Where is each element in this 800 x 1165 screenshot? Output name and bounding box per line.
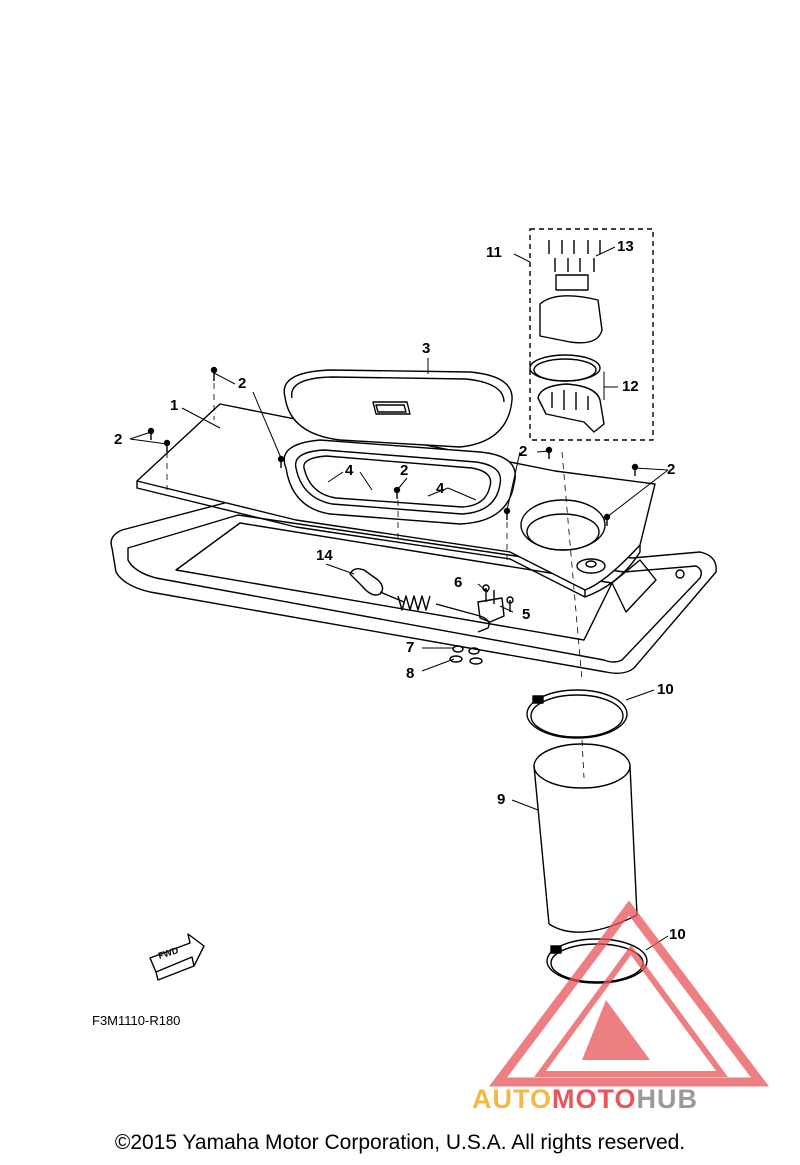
callout-4: 4	[436, 480, 445, 497]
callout-12: 12	[622, 378, 639, 395]
part-4-seal	[283, 439, 516, 525]
copyright-notice: ©2015 Yamaha Motor Corporation, U.S.A. A…	[114, 1131, 686, 1154]
logo-part-auto: AUTO	[472, 1084, 553, 1114]
assembly-lines	[166, 383, 585, 779]
part-13-screws	[548, 240, 601, 272]
callout-14: 14	[316, 547, 333, 564]
callout-2: 2	[667, 461, 676, 478]
part-9-hose	[533, 743, 638, 933]
callout-13: 13	[617, 238, 634, 255]
part-14-spring-cable	[349, 567, 490, 633]
callout-11: 11	[486, 244, 502, 261]
callout-9: 9	[497, 791, 506, 808]
callout-2: 2	[519, 443, 528, 460]
fwd-arrow-icon	[149, 933, 205, 981]
watermark-logo-icon	[488, 900, 770, 1087]
part-12-pump-assembly	[529, 274, 605, 433]
part-3-hatch-cover	[283, 369, 513, 448]
drawing-code: F3M1110-R180	[92, 1013, 181, 1028]
callout-6: 6	[454, 574, 463, 591]
callout-7: 7	[406, 639, 415, 656]
logo-part-hub: HUB	[636, 1084, 699, 1114]
part-7-8-washers	[449, 645, 483, 665]
callout-4: 4	[345, 462, 354, 479]
part-10-clamp-upper	[526, 689, 628, 739]
callout-5: 5	[522, 606, 531, 623]
callout-8: 8	[406, 665, 415, 682]
logo-part-moto: MOTO	[552, 1084, 637, 1114]
callout-10: 10	[669, 926, 686, 943]
callout-2: 2	[238, 375, 247, 392]
callout-2: 2	[114, 431, 123, 448]
callout-10: 10	[657, 681, 674, 698]
callout-2: 2	[400, 462, 409, 479]
watermark-logo-text: AUTOMOTOHUB	[472, 1086, 698, 1113]
leader-lines	[129, 246, 669, 951]
callout-1: 1	[170, 397, 179, 414]
callout-3: 3	[422, 340, 431, 357]
part-5-bracket	[477, 584, 514, 623]
part-11-group-box	[529, 228, 654, 441]
